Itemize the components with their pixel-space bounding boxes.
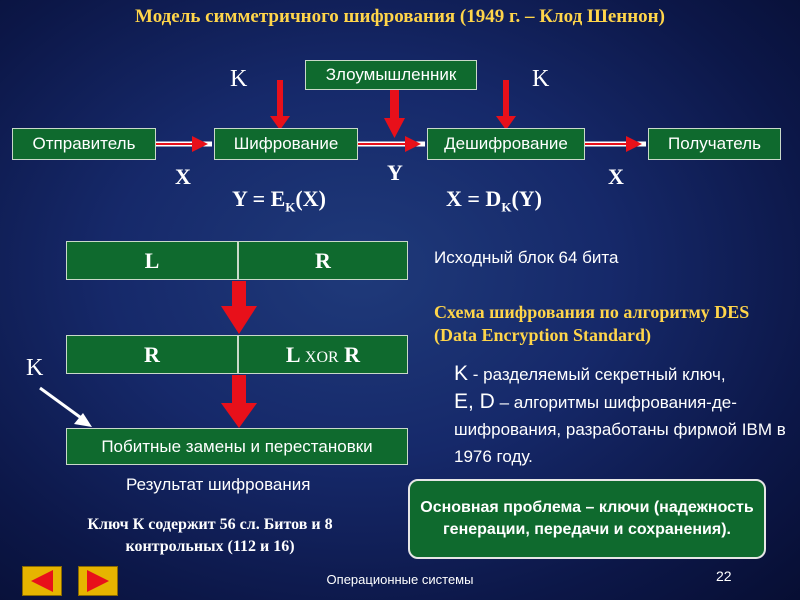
slide-title: Модель симметричного шифрования (1949 г.… (135, 6, 665, 27)
prev-slide-button[interactable] (22, 566, 62, 596)
main-problem-callout: Основная проблема – ключи (надежность ге… (408, 479, 766, 559)
footer-course: Операционные системы (326, 572, 474, 587)
decrypt-box: Дешифрование (427, 128, 585, 160)
attacker-arrow (384, 90, 405, 138)
next-slide-button[interactable] (78, 566, 118, 596)
key-arrow-right (496, 80, 516, 130)
x-label-left: X (175, 164, 191, 189)
receiver-box: Получатель (648, 128, 781, 160)
key-arrow-left (270, 80, 290, 130)
block-size-label: Исходный блок 64 бита (434, 248, 619, 267)
encryption-result-label: Результат шифрования (126, 475, 311, 494)
des-arrow-2 (221, 375, 257, 428)
algorithm-description: K - разделяемый секретный ключ,E, D – ал… (454, 362, 786, 466)
des-block2-left: R (66, 335, 238, 374)
substitution-box: Побитные замены и перестановки (66, 428, 408, 465)
sender-box: Отправитель (12, 128, 156, 160)
x-label-right: X (608, 164, 624, 189)
des-key-arrow (39, 386, 92, 427)
y-label-mid: Y (387, 160, 403, 185)
des-arrow-1 (221, 281, 257, 334)
key-label-left: K (230, 66, 248, 92)
des-block1-right: R (238, 241, 408, 280)
formula-decrypt: X = DK(Y) (446, 186, 542, 215)
formula-encrypt: Y = EK(X) (232, 186, 326, 215)
slide-number: 22 (716, 568, 732, 584)
arrow-left-icon (31, 570, 53, 592)
attacker-box: Злоумышленник (305, 60, 477, 90)
des-scheme-title: Схема шифрования по алгоритму DES (Data … (434, 302, 750, 345)
des-block2-right: L XOR R (238, 335, 408, 374)
key-label-right: K (532, 66, 550, 92)
des-key-label: K (26, 355, 44, 381)
des-block1-left: L (66, 241, 238, 280)
encrypt-box: Шифрование (214, 128, 358, 160)
arrow-right-icon (87, 570, 109, 592)
key-note: Ключ К содержит 56 сл. Битов и 8 контрол… (87, 516, 333, 555)
